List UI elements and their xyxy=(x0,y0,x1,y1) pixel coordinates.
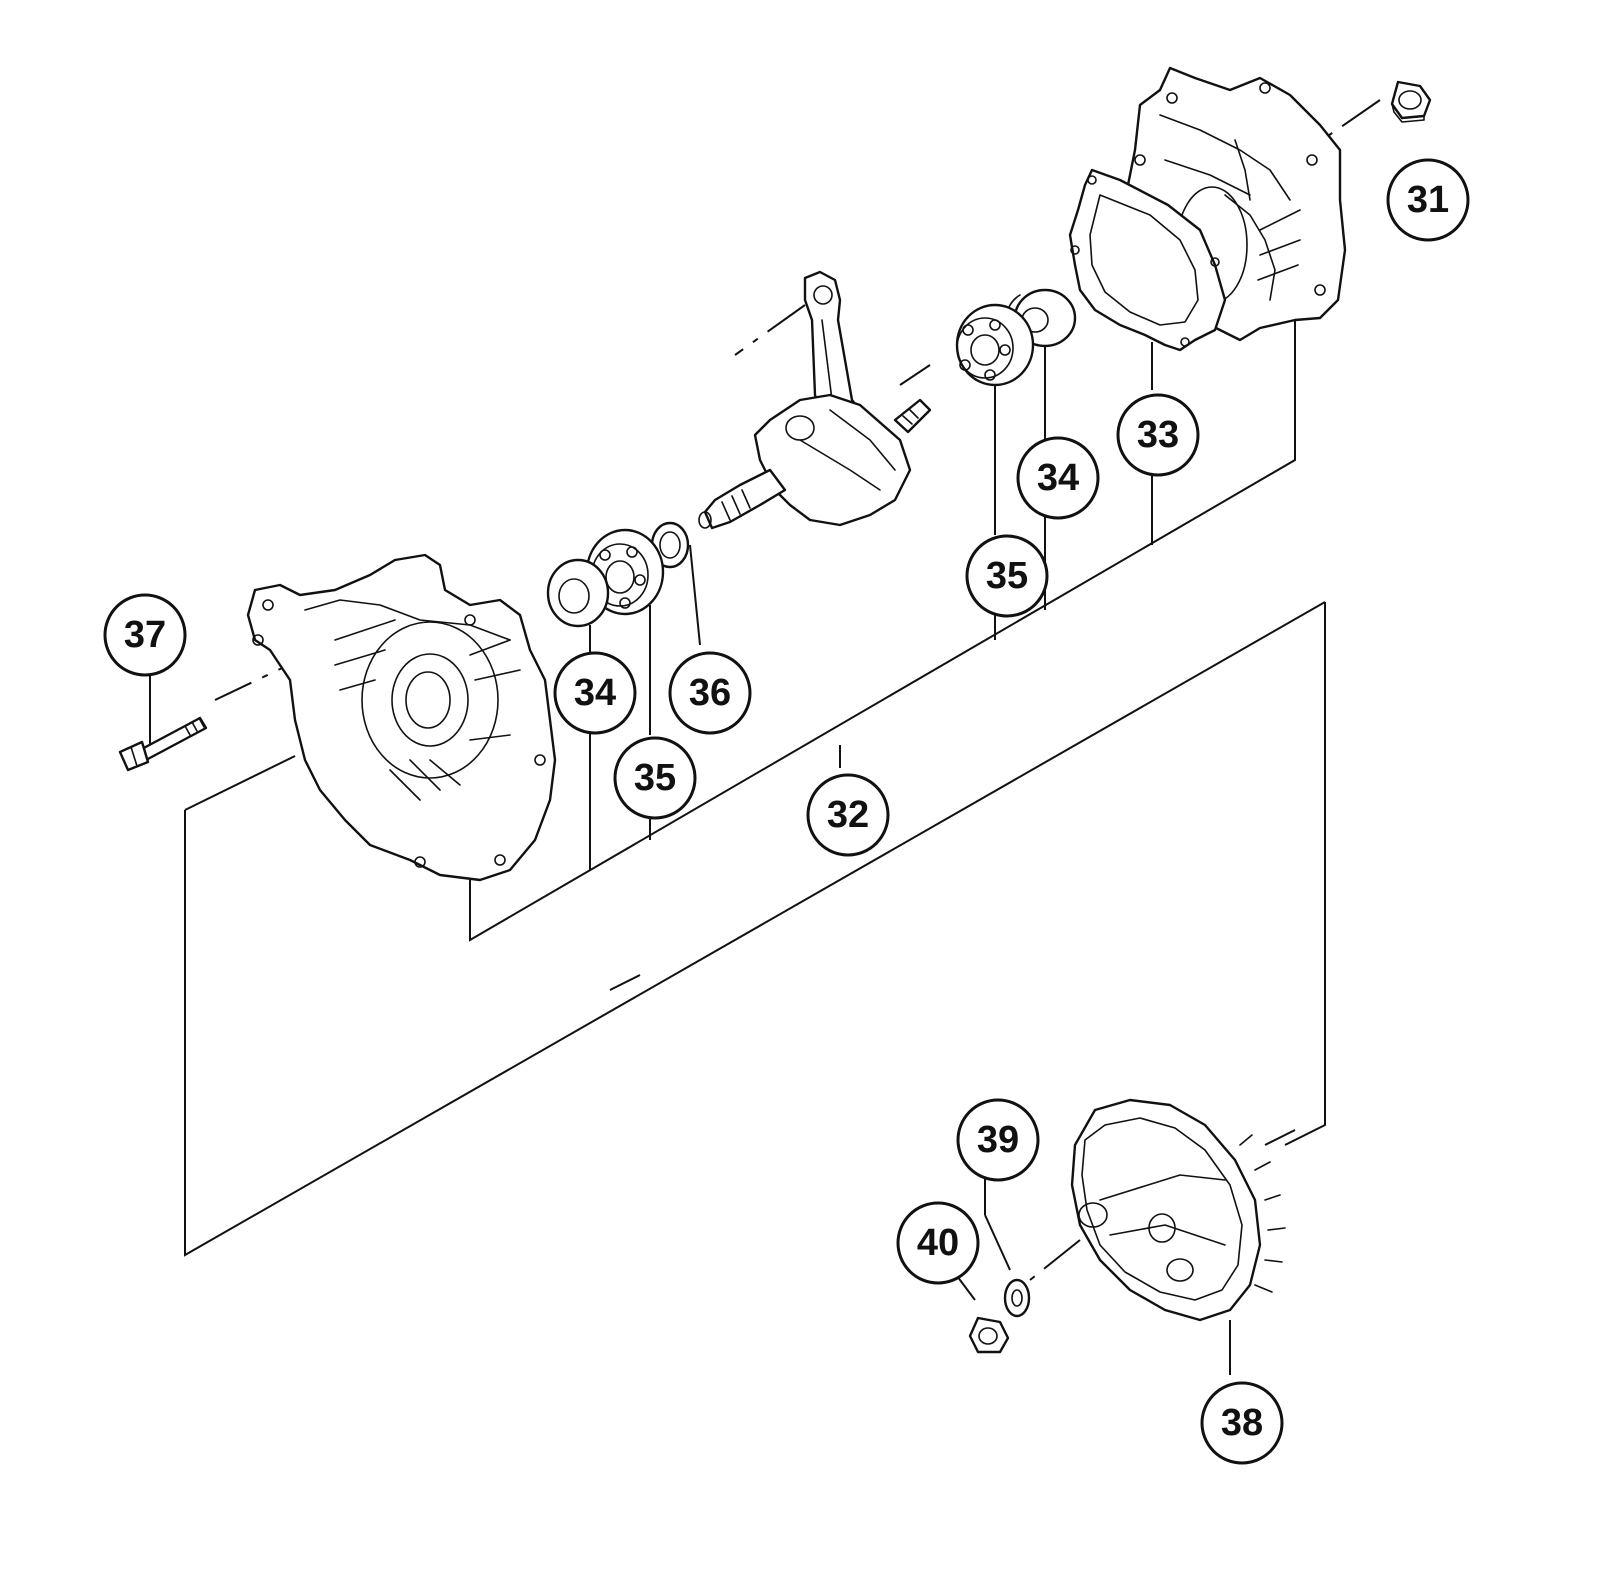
callout-38-label: 38 xyxy=(1221,1402,1263,1444)
callout-35-left: 35 xyxy=(613,736,697,820)
callout-37: 37 xyxy=(103,593,187,677)
callout-33: 33 xyxy=(1116,393,1200,477)
gasket-33-part xyxy=(1068,168,1227,352)
crankshaft-part xyxy=(698,270,932,530)
callout-35-right-label: 35 xyxy=(986,555,1028,597)
callout-34-right: 34 xyxy=(1016,436,1100,520)
bolt-37-part xyxy=(118,716,208,772)
callout-37-label: 37 xyxy=(124,614,166,656)
callout-34-right-label: 34 xyxy=(1037,457,1079,499)
callout-33-label: 33 xyxy=(1137,414,1179,456)
callout-32-label: 32 xyxy=(827,794,869,836)
leader-lines xyxy=(149,300,1326,1375)
callout-39-label: 39 xyxy=(977,1119,1019,1161)
callout-38: 38 xyxy=(1200,1381,1284,1465)
callout-35-left-label: 35 xyxy=(634,757,676,799)
callout-32: 32 xyxy=(806,773,890,857)
oil-seal-34-left-part xyxy=(546,558,610,628)
nut-40-part xyxy=(968,1316,1010,1354)
callout-34-left: 34 xyxy=(553,651,637,735)
nut-31-part xyxy=(1390,80,1432,123)
callout-31: 31 xyxy=(1386,158,1470,242)
callout-34-left-label: 34 xyxy=(574,672,616,714)
callout-40-label: 40 xyxy=(917,1222,959,1264)
callout-36: 36 xyxy=(668,651,752,735)
crankcase-32-part xyxy=(246,553,557,882)
flywheel-38-part xyxy=(1070,1098,1286,1322)
washer-39-part xyxy=(1003,1278,1031,1318)
callout-39: 39 xyxy=(956,1098,1040,1182)
callout-40: 40 xyxy=(896,1201,980,1285)
callout-31-label: 31 xyxy=(1407,179,1449,221)
callout-36-label: 36 xyxy=(689,672,731,714)
callout-35-right: 35 xyxy=(965,534,1049,618)
ball-bearing-35-right-part xyxy=(955,303,1035,387)
